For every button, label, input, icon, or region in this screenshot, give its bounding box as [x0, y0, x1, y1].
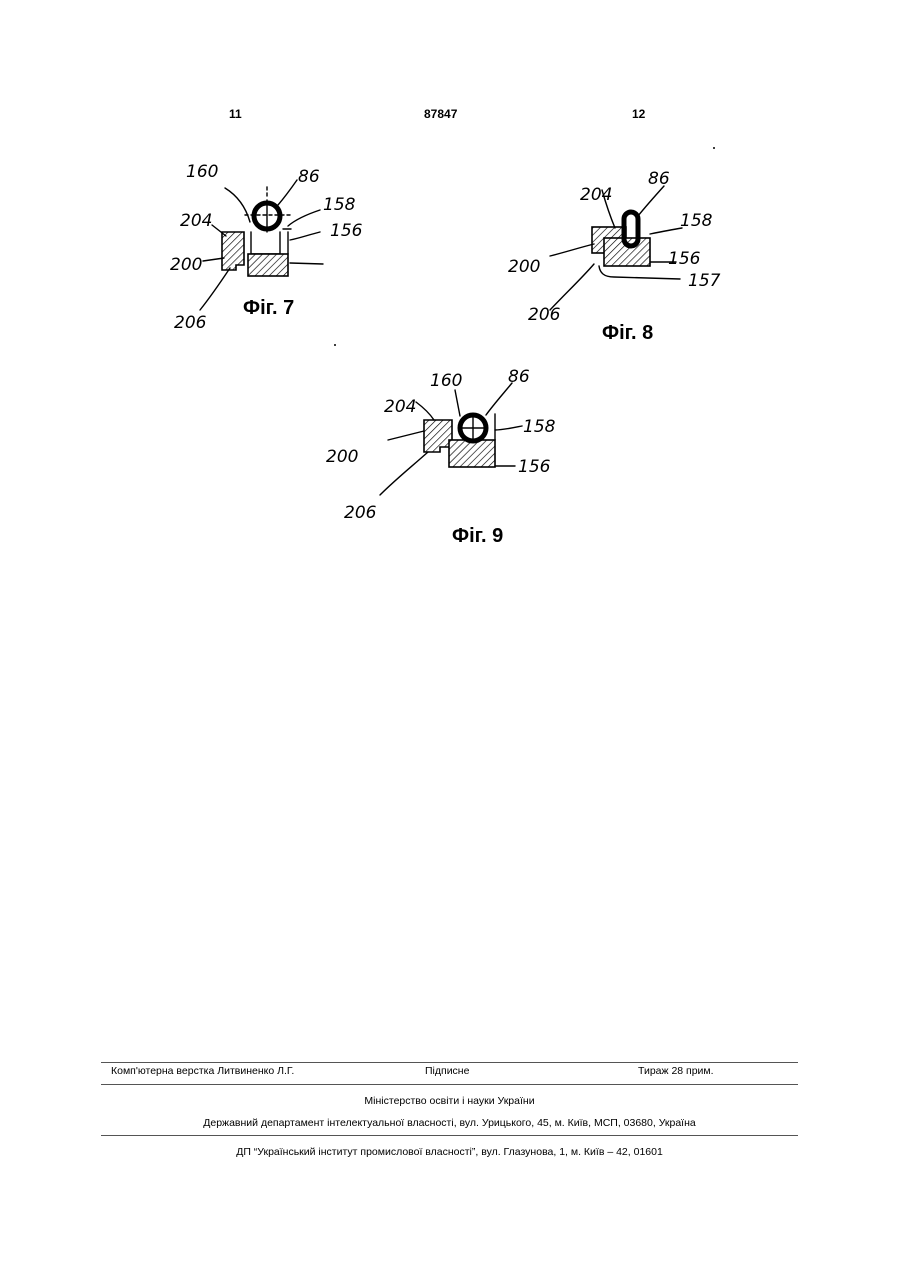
label-204: 204	[580, 185, 612, 205]
label-86: 86	[508, 367, 530, 387]
typesetter-credit: Комп'ютерна верстка Литвиненко Л.Г.	[111, 1065, 294, 1077]
part-200	[222, 232, 244, 270]
label-200: 200	[326, 447, 358, 467]
circulation-note: Тираж 28 прим.	[638, 1065, 714, 1077]
label-204: 204	[180, 211, 212, 231]
figure-7-caption: Фіг. 7	[243, 297, 294, 319]
label-206: 206	[528, 305, 561, 325]
imprint-rule-top	[101, 1062, 798, 1063]
label-204: 204	[384, 397, 416, 417]
figure-9: 204 160 86 158 200 156 206 Фіг. 9	[326, 367, 556, 547]
part-200	[424, 420, 452, 452]
department-line: Державний департамент інтелектуальної вл…	[101, 1117, 798, 1129]
label-156: 156	[330, 221, 363, 241]
label-160: 160	[430, 371, 462, 391]
figure-9-caption: Фіг. 9	[452, 525, 503, 547]
imprint-rule-middle	[101, 1084, 798, 1085]
patent-drawings: 160 86 158 156 204 200 206 Фіг. 7 204 86…	[0, 0, 900, 600]
institute-line: ДП “Український інститут промислової вла…	[101, 1146, 798, 1158]
label-200: 200	[508, 257, 540, 277]
label-160: 160	[186, 162, 218, 182]
part-156	[449, 440, 495, 467]
label-86: 86	[648, 169, 670, 189]
label-156: 156	[668, 249, 701, 269]
subscription-note: Підписне	[425, 1065, 469, 1077]
imprint-rule-bottom	[101, 1135, 798, 1136]
ministry-line: Міністерство освіти і науки України	[101, 1095, 798, 1107]
label-158: 158	[523, 417, 556, 437]
label-158: 158	[323, 195, 356, 215]
label-200: 200	[170, 255, 202, 275]
label-158: 158	[680, 211, 713, 231]
label-206: 206	[174, 313, 207, 333]
label-157: 157	[688, 271, 721, 291]
part-156	[248, 254, 288, 276]
label-156: 156	[518, 457, 551, 477]
figure-7: 160 86 158 156 204 200 206 Фіг. 7	[170, 162, 363, 333]
figure-8-caption: Фіг. 8	[602, 322, 653, 344]
label-206: 206	[344, 503, 377, 523]
label-86: 86	[298, 167, 320, 187]
figure-8: 204 86 158 156 157 200 206 Фіг. 8	[508, 169, 721, 344]
